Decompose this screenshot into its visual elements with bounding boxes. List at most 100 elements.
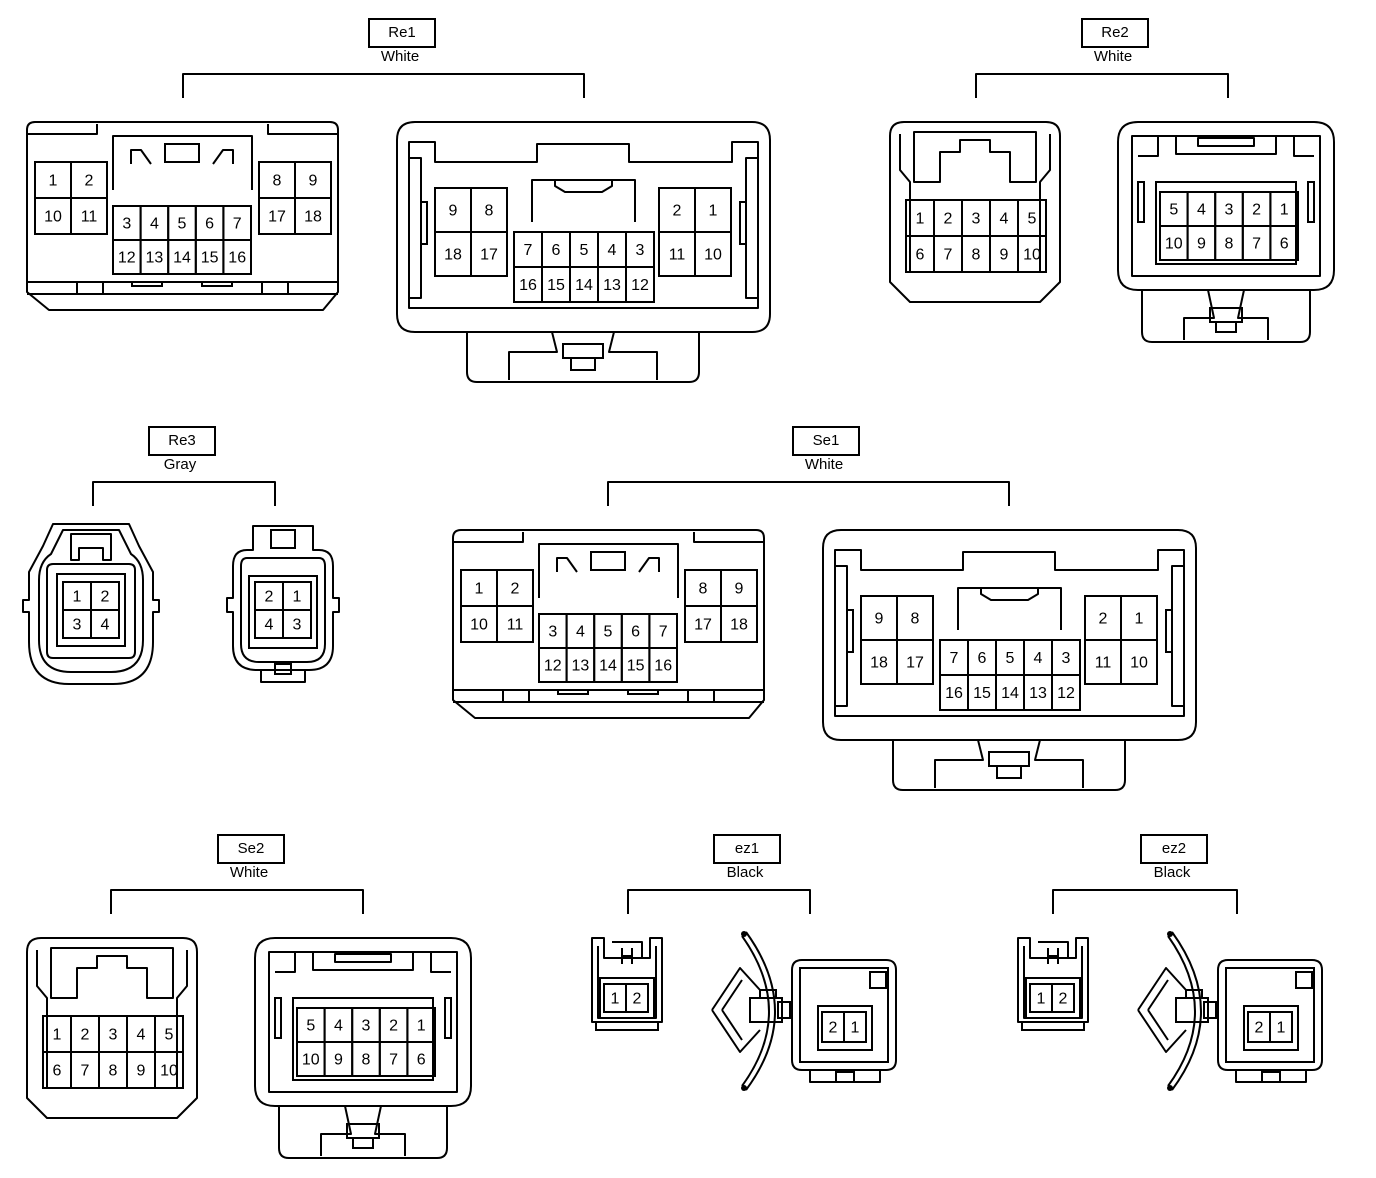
pin-number: 10	[704, 247, 722, 264]
connector-color-label: White	[1093, 48, 1133, 65]
pin-number: 18	[304, 209, 322, 226]
pin-number: 16	[654, 658, 672, 675]
pin-number: 10	[1023, 247, 1041, 264]
pin-number: 9	[137, 1063, 146, 1080]
clip-tip	[1167, 1085, 1173, 1091]
connector-color-label: White	[804, 456, 844, 473]
pin-number: 8	[485, 203, 494, 220]
connector-id-label: Se1	[792, 426, 860, 456]
pin-number: 5	[580, 242, 589, 259]
pin-number: 1	[417, 1018, 426, 1035]
pin-number: 9	[1197, 236, 1206, 253]
pin-cell	[648, 647, 679, 683]
pin-number: 5	[604, 624, 613, 641]
pin-cell	[896, 639, 934, 685]
pin-number: 8	[109, 1063, 118, 1080]
pin-number: 13	[572, 658, 590, 675]
connector-id-label: ez1	[713, 834, 781, 864]
pin-number: 2	[944, 211, 953, 228]
pin-number: 4	[1000, 211, 1009, 228]
pin-number: 4	[265, 617, 274, 634]
pin-number: 12	[631, 277, 649, 294]
pin-number: 2	[1255, 1020, 1264, 1037]
pin-number: 16	[228, 250, 246, 267]
pin-cell	[843, 1011, 867, 1043]
pin-number: 4	[1197, 202, 1206, 219]
connector-id-label: Re1	[368, 18, 436, 48]
pin-number: 2	[389, 1018, 398, 1035]
pin-cell	[1269, 1011, 1293, 1043]
pin-number: 14	[599, 658, 617, 675]
pin-cell	[625, 983, 649, 1013]
pin-number: 10	[44, 209, 62, 226]
pin-number: 14	[575, 277, 593, 294]
pin-number: 10	[1165, 236, 1183, 253]
pin-cell	[720, 605, 758, 643]
pin-number: 2	[85, 173, 94, 190]
clip-tip	[1167, 931, 1173, 937]
pin-cell	[1051, 983, 1075, 1013]
pin-cell	[1269, 225, 1300, 261]
pin-number: 14	[1001, 685, 1019, 702]
pin-number: 9	[1000, 247, 1009, 264]
pin-number: 8	[1225, 236, 1234, 253]
connector-id-label: Se2	[217, 834, 285, 864]
pin-number: 10	[302, 1052, 320, 1069]
pin-number: 1	[1037, 991, 1046, 1008]
pin-number: 9	[735, 581, 744, 598]
pin-number: 8	[911, 611, 920, 628]
pin-number: 12	[544, 658, 562, 675]
pin-number: 3	[1225, 202, 1234, 219]
pin-number: 5	[178, 216, 187, 233]
connector-color-label: Black	[726, 864, 764, 881]
pin-number: 6	[53, 1063, 62, 1080]
pin-number: 8	[972, 247, 981, 264]
pin-number: 7	[389, 1052, 398, 1069]
clip-tip	[741, 931, 747, 937]
pin-cell	[282, 609, 312, 639]
pin-number: 2	[265, 589, 274, 606]
pin-number: 5	[1169, 202, 1178, 219]
pin-number: 15	[201, 250, 219, 267]
connector-color-label: White	[380, 48, 420, 65]
pin-number: 3	[109, 1027, 118, 1044]
pin-number: 15	[973, 685, 991, 702]
pin-number: 3	[362, 1018, 371, 1035]
pin-number: 17	[480, 247, 498, 264]
connector-id-label: Re2	[1081, 18, 1149, 48]
pin-number: 1	[475, 581, 484, 598]
pin-number: 7	[659, 624, 668, 641]
pin-number: 4	[576, 624, 585, 641]
pin-number: 1	[293, 589, 302, 606]
pin-number: 6	[205, 216, 214, 233]
pin-number: 15	[547, 277, 565, 294]
clip-tip	[741, 1085, 747, 1091]
pin-number: 5	[306, 1018, 315, 1035]
pin-number: 1	[916, 211, 925, 228]
pin-cell	[406, 1041, 436, 1077]
pin-number: 7	[1252, 236, 1261, 253]
bracket-line	[1052, 889, 1238, 914]
pin-number: 4	[608, 242, 617, 259]
pin-number: 16	[945, 685, 963, 702]
pin-number: 2	[511, 581, 520, 598]
pin-number: 4	[150, 216, 159, 233]
pin-cell	[694, 231, 732, 277]
pin-number: 13	[146, 250, 164, 267]
pin-number: 16	[519, 277, 537, 294]
pin-number: 2	[101, 589, 110, 606]
pin-cell	[1051, 674, 1081, 711]
pin-number: 1	[709, 203, 718, 220]
pin-cell	[90, 609, 120, 639]
pin-number: 10	[1130, 655, 1148, 672]
pin-cell	[496, 605, 534, 643]
pin-number: 4	[1034, 650, 1043, 667]
pin-number: 6	[1280, 236, 1289, 253]
